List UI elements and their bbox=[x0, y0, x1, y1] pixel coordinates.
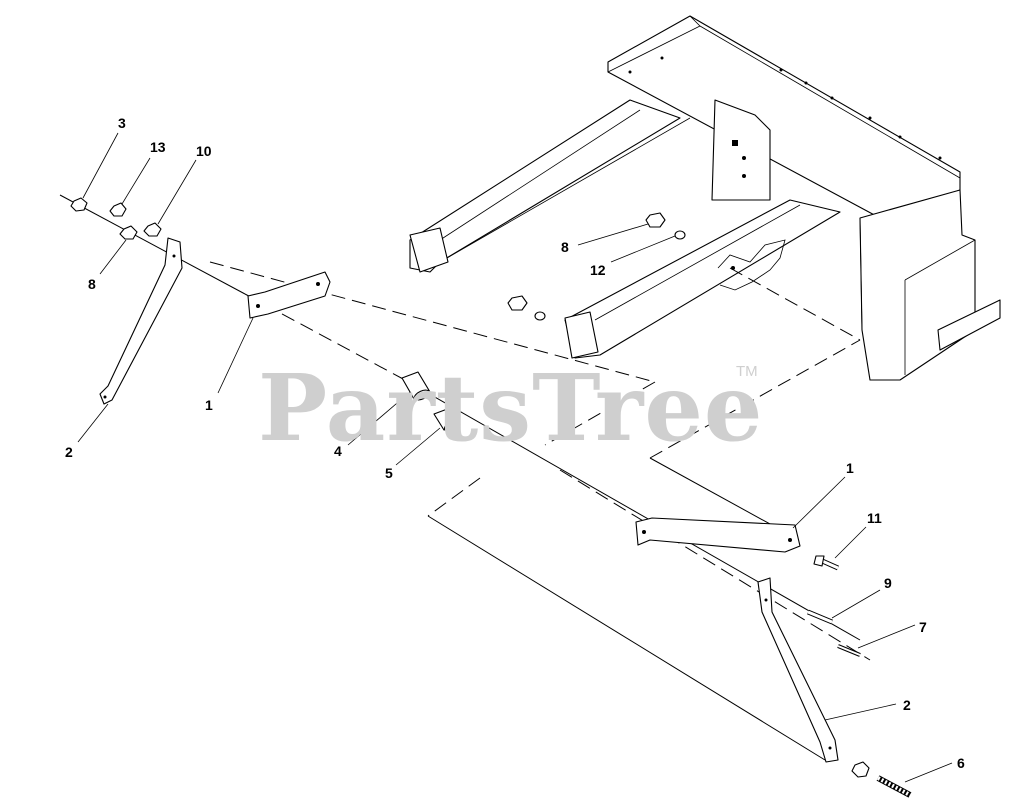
callout-1-left: 1 bbox=[205, 397, 213, 413]
mower-frame bbox=[409, 15, 1001, 381]
callout-4: 4 bbox=[334, 443, 342, 459]
hardware-left bbox=[70, 197, 162, 240]
callout-9: 9 bbox=[884, 575, 892, 591]
nut-13 bbox=[109, 202, 127, 217]
callout-labels: 3 13 10 8 1 2 4 5 8 12 1 11 9 7 2 6 bbox=[65, 115, 965, 771]
left-brace bbox=[99, 237, 183, 405]
leader-lines bbox=[77, 132, 953, 783]
callout-11: 11 bbox=[867, 510, 882, 526]
callout-2-right: 2 bbox=[903, 697, 911, 713]
callout-5: 5 bbox=[385, 465, 393, 481]
callout-1-right: 1 bbox=[846, 460, 854, 476]
right-bracket bbox=[635, 517, 801, 553]
hardware-right bbox=[807, 555, 912, 798]
right-brace bbox=[757, 577, 839, 763]
watermark: PartsTree TM bbox=[258, 354, 763, 462]
callout-7: 7 bbox=[919, 619, 927, 635]
callout-10: 10 bbox=[196, 143, 212, 159]
callout-3: 3 bbox=[118, 115, 126, 131]
callout-8-left: 8 bbox=[88, 276, 96, 292]
callout-13: 13 bbox=[150, 139, 166, 155]
reference-lines bbox=[209, 261, 861, 761]
nut-8 bbox=[119, 225, 138, 240]
callout-2-left: 2 bbox=[65, 444, 73, 460]
nut-3 bbox=[70, 197, 88, 212]
nut-10 bbox=[143, 222, 162, 237]
watermark-text: PartsTree bbox=[258, 354, 763, 462]
callout-8-right: 8 bbox=[561, 239, 569, 255]
bushings bbox=[401, 371, 461, 432]
callout-12: 12 bbox=[590, 262, 606, 278]
callout-6: 6 bbox=[957, 755, 965, 771]
watermark-trademark: TM bbox=[736, 363, 758, 380]
left-bracket bbox=[247, 271, 331, 319]
